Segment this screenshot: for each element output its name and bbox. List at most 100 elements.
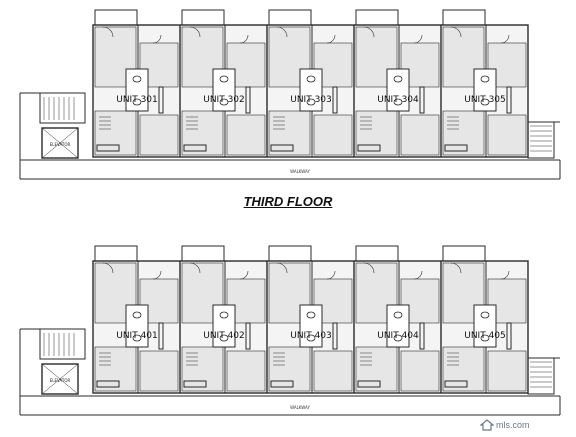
kitchen-area xyxy=(355,110,398,156)
toilet-fixture xyxy=(306,75,316,83)
unit-label: UNIT 301 xyxy=(116,95,158,105)
closet xyxy=(245,322,251,350)
bathroom-core xyxy=(386,304,410,348)
bathroom-core xyxy=(386,68,410,112)
watermark: mls.com xyxy=(478,418,576,432)
balcony-outline xyxy=(442,9,486,27)
toilet-fixture xyxy=(306,311,316,319)
unit-plan: UNIT 303 xyxy=(266,25,353,157)
door-swing xyxy=(239,34,249,44)
balcony-outline xyxy=(94,9,138,27)
bedroom-rear xyxy=(400,114,440,156)
unit-label: UNIT 303 xyxy=(290,95,332,105)
unit-label: UNIT 401 xyxy=(116,331,158,341)
bedroom-rear xyxy=(487,114,527,156)
closet xyxy=(419,86,425,114)
toilet-fixture xyxy=(480,311,490,319)
kitchen-area xyxy=(355,346,398,392)
bathroom-core xyxy=(125,304,149,348)
kitchen-counter xyxy=(183,380,207,388)
watermark-text: mls.com xyxy=(496,420,530,430)
bedroom-rear xyxy=(226,350,266,392)
sink-fixture xyxy=(306,98,316,106)
door-swing xyxy=(450,26,462,38)
balcony-outline xyxy=(442,245,486,263)
toilet-fixture xyxy=(393,311,403,319)
sink-fixture xyxy=(393,98,403,106)
bedroom-rear xyxy=(139,114,179,156)
unit-plan: UNIT 404 xyxy=(353,261,440,393)
unit-label: UNIT 304 xyxy=(377,95,419,105)
sink-fixture xyxy=(480,98,490,106)
unit-plan: UNIT 402 xyxy=(179,261,266,393)
unit-label: UNIT 403 xyxy=(290,331,332,341)
kitchen-area xyxy=(181,110,224,156)
door-swing xyxy=(276,262,288,274)
closet xyxy=(158,86,164,114)
unit-label: UNIT 302 xyxy=(203,95,245,105)
closet xyxy=(245,86,251,114)
living-room xyxy=(181,26,224,88)
toilet-fixture xyxy=(132,75,142,83)
door-swing xyxy=(500,34,510,44)
closet xyxy=(158,322,164,350)
bathroom-core xyxy=(125,68,149,112)
elevator-label: ELEVATOR xyxy=(50,378,71,383)
kitchen-counter xyxy=(270,144,294,152)
bathroom-core xyxy=(473,68,497,112)
balcony-outline xyxy=(181,245,225,263)
stair-right xyxy=(527,357,555,395)
sink-fixture xyxy=(219,98,229,106)
closet xyxy=(506,322,512,350)
kitchen-counter xyxy=(270,380,294,388)
kitchen-area xyxy=(268,346,311,392)
kitchen-area xyxy=(268,110,311,156)
door-swing xyxy=(363,262,375,274)
kitchen-area xyxy=(442,346,485,392)
toilet-fixture xyxy=(393,75,403,83)
elevator-cross xyxy=(41,363,79,395)
door-swing xyxy=(239,270,249,280)
house-logo-icon xyxy=(480,419,494,431)
bedroom-rear xyxy=(139,350,179,392)
door-swing xyxy=(450,262,462,274)
kitchen-area xyxy=(442,110,485,156)
unit-plan: UNIT 304 xyxy=(353,25,440,157)
door-swing xyxy=(326,270,336,280)
balcony-outline xyxy=(94,245,138,263)
kitchen-counter xyxy=(96,144,120,152)
walkway-label: WALKWAY xyxy=(290,169,310,174)
kitchen-area xyxy=(181,346,224,392)
balcony-outline xyxy=(355,245,399,263)
door-swing xyxy=(413,34,423,44)
door-swing xyxy=(413,270,423,280)
stair-left xyxy=(39,92,86,124)
door-swing xyxy=(102,262,114,274)
kitchen-counter xyxy=(444,380,468,388)
closet xyxy=(332,86,338,114)
bathroom-core xyxy=(299,304,323,348)
closet xyxy=(419,322,425,350)
unit-label: UNIT 405 xyxy=(464,331,506,341)
kitchen-area xyxy=(94,346,137,392)
toilet-fixture xyxy=(219,75,229,83)
kitchen-counter xyxy=(183,144,207,152)
bathroom-core xyxy=(212,68,236,112)
bedroom xyxy=(139,42,179,88)
kitchen-counter xyxy=(96,380,120,388)
toilet-fixture xyxy=(219,311,229,319)
kitchen-counter xyxy=(444,144,468,152)
closet xyxy=(332,322,338,350)
unit-plan: UNIT 302 xyxy=(179,25,266,157)
elevator-cross xyxy=(41,127,79,159)
balcony-outline xyxy=(268,9,312,27)
door-swing xyxy=(326,34,336,44)
bedroom-rear xyxy=(487,350,527,392)
bathroom-core xyxy=(299,68,323,112)
sink-fixture xyxy=(480,334,490,342)
kitchen-area xyxy=(94,110,137,156)
unit-label: UNIT 402 xyxy=(203,331,245,341)
bedroom-rear xyxy=(400,350,440,392)
